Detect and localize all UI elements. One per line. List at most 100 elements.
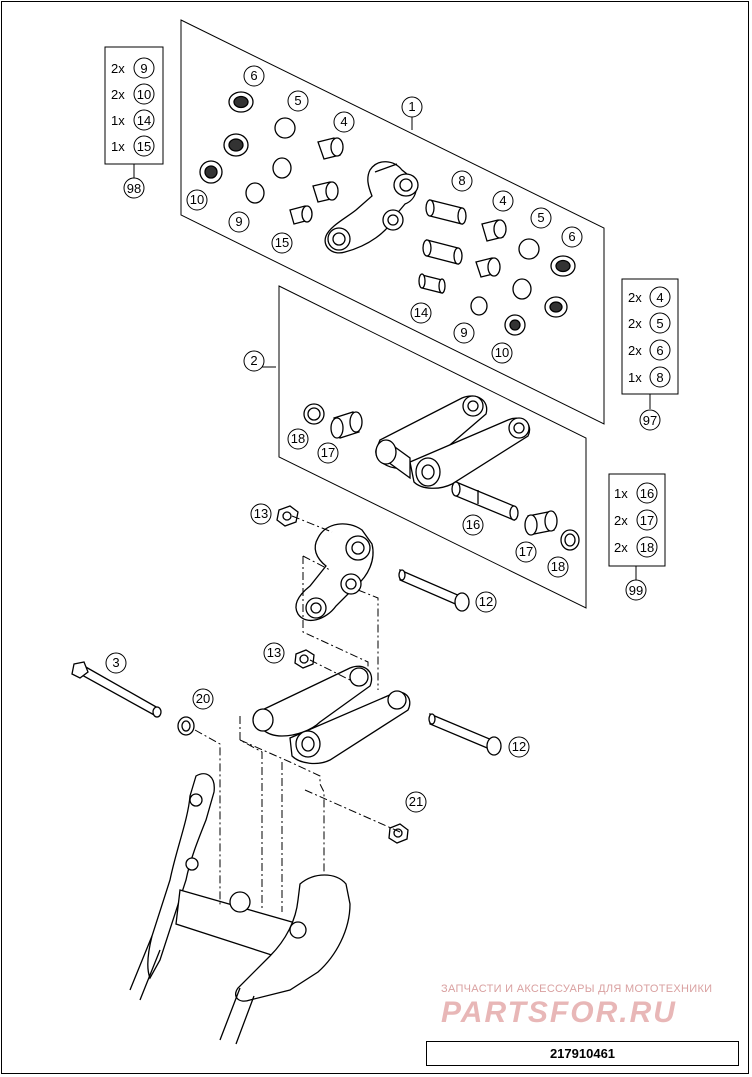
kit-97-row-3: 2x 6	[628, 339, 671, 361]
kit-98-row-2: 2x 10	[111, 83, 155, 105]
sleeve-8-a	[425, 199, 467, 225]
svg-text:2x: 2x	[628, 316, 642, 331]
svg-text:9: 9	[235, 214, 242, 229]
kit-99[interactable]: 1x 16 2x 17 2x 18 99	[608, 473, 666, 601]
svg-text:17: 17	[640, 513, 654, 528]
callout-18[interactable]: 18	[287, 428, 309, 450]
svg-text:6: 6	[656, 343, 663, 358]
svg-text:2x: 2x	[614, 540, 628, 555]
svg-text:6: 6	[568, 229, 575, 244]
callout-2[interactable]: 2	[243, 350, 265, 372]
callout-13-upper[interactable]: 13	[250, 503, 272, 525]
seal-10-left-a	[223, 133, 249, 157]
bolt-12-upper	[398, 569, 470, 612]
washer-9-right-b	[470, 296, 488, 316]
bushing-15-lower	[289, 205, 313, 225]
callout-8[interactable]: 8	[451, 170, 473, 192]
kit-97-row-1: 2x 4	[628, 286, 671, 308]
svg-text:2x: 2x	[628, 290, 642, 305]
callout-1[interactable]: 1	[401, 96, 423, 118]
frame-section	[129, 773, 351, 1045]
callout-6-right[interactable]: 6	[561, 226, 583, 248]
svg-text:15: 15	[137, 139, 151, 154]
svg-text:13: 13	[254, 506, 268, 521]
callout-5[interactable]: 5	[287, 90, 309, 112]
callout-9-right[interactable]: 9	[453, 322, 475, 344]
connecting-rod-2	[375, 395, 531, 489]
svg-text:9: 9	[460, 325, 467, 340]
washer-9-left-a	[272, 157, 292, 179]
kit-99-row-2: 2x 17	[614, 509, 658, 531]
callout-10-right[interactable]: 10	[491, 342, 513, 364]
svg-text:8: 8	[458, 173, 465, 188]
svg-text:4: 4	[340, 114, 347, 129]
callout-15[interactable]: 15	[271, 232, 293, 254]
seal-6-right	[550, 255, 576, 277]
svg-text:2x: 2x	[111, 87, 125, 102]
callout-4-right[interactable]: 4	[492, 190, 514, 212]
callout-17-right[interactable]: 17	[515, 541, 537, 563]
kit-panel-1	[180, 19, 605, 425]
svg-text:12: 12	[512, 739, 526, 754]
callout-4[interactable]: 4	[333, 111, 355, 133]
svg-text:2x: 2x	[628, 343, 642, 358]
kit-98[interactable]: 2x 9 2x 10 1x 14 1x 15 98	[104, 46, 164, 199]
bushing-17-left	[330, 411, 363, 439]
svg-text:3: 3	[112, 655, 119, 670]
kit-97[interactable]: 2x 4 2x 5 2x 6 1x 8 97	[621, 278, 679, 431]
assembly-parts	[71, 505, 502, 1045]
callout-12-lower[interactable]: 12	[508, 736, 530, 758]
bushing-4-right	[481, 219, 507, 242]
kit-97-number: 97	[643, 413, 657, 428]
callout-12-upper[interactable]: 12	[475, 591, 497, 613]
callout-5-right[interactable]: 5	[530, 207, 552, 229]
callout-16[interactable]: 16	[462, 514, 484, 536]
svg-text:10: 10	[495, 345, 509, 360]
svg-text:16: 16	[466, 517, 480, 532]
svg-text:4: 4	[656, 290, 663, 305]
svg-text:17: 17	[519, 544, 533, 559]
seal-6-left	[228, 91, 254, 113]
bushing-15-right	[475, 257, 501, 278]
bolt-3	[71, 661, 162, 718]
washer-9-left-b	[245, 182, 265, 204]
panel-1-parts	[199, 91, 576, 336]
svg-text:18: 18	[291, 431, 305, 446]
callout-9[interactable]: 9	[228, 211, 250, 233]
connecting-rod-assembled	[252, 665, 411, 765]
svg-text:14: 14	[414, 305, 428, 320]
callout-20[interactable]: 20	[192, 688, 214, 710]
callout-3[interactable]: 3	[105, 652, 127, 674]
svg-text:10: 10	[190, 192, 204, 207]
kit-98-number: 98	[127, 181, 141, 196]
svg-text:18: 18	[640, 540, 654, 555]
kit-98-row-3: 1x 14	[111, 109, 155, 131]
svg-text:21: 21	[409, 794, 423, 809]
callout-13-lower[interactable]: 13	[263, 642, 285, 664]
callouts: 6 5 4 1 10 9 15 8 4 5 6 14 9 10 2 18 17 …	[105, 65, 583, 813]
kit-99-row-1: 1x 16	[614, 482, 658, 504]
callout-18-right[interactable]: 18	[547, 556, 569, 578]
callout-10[interactable]: 10	[186, 189, 208, 211]
svg-text:2x: 2x	[614, 513, 628, 528]
svg-text:4: 4	[499, 193, 506, 208]
bushing-15-upper	[312, 181, 339, 203]
seal-10-left-b	[199, 160, 223, 184]
sleeve-16	[451, 481, 519, 521]
svg-text:14: 14	[137, 113, 151, 128]
panel-2-parts	[303, 395, 580, 551]
bushing-17-right	[524, 510, 558, 536]
svg-text:10: 10	[137, 87, 151, 102]
svg-text:5: 5	[656, 316, 663, 331]
watermark-tagline: ЗАПЧАСТИ И АКСЕССУАРЫ ДЛЯ МОТОТЕХНИКИ	[441, 983, 713, 995]
washer-5-right	[518, 238, 540, 260]
seal-10-right-a	[544, 296, 568, 318]
seal-18-right	[560, 529, 580, 551]
callout-17[interactable]: 17	[317, 442, 339, 464]
callout-21[interactable]: 21	[405, 791, 427, 813]
svg-text:1: 1	[408, 99, 415, 114]
svg-text:8: 8	[656, 370, 663, 385]
callout-6[interactable]: 6	[243, 65, 265, 87]
callout-14[interactable]: 14	[410, 302, 432, 324]
